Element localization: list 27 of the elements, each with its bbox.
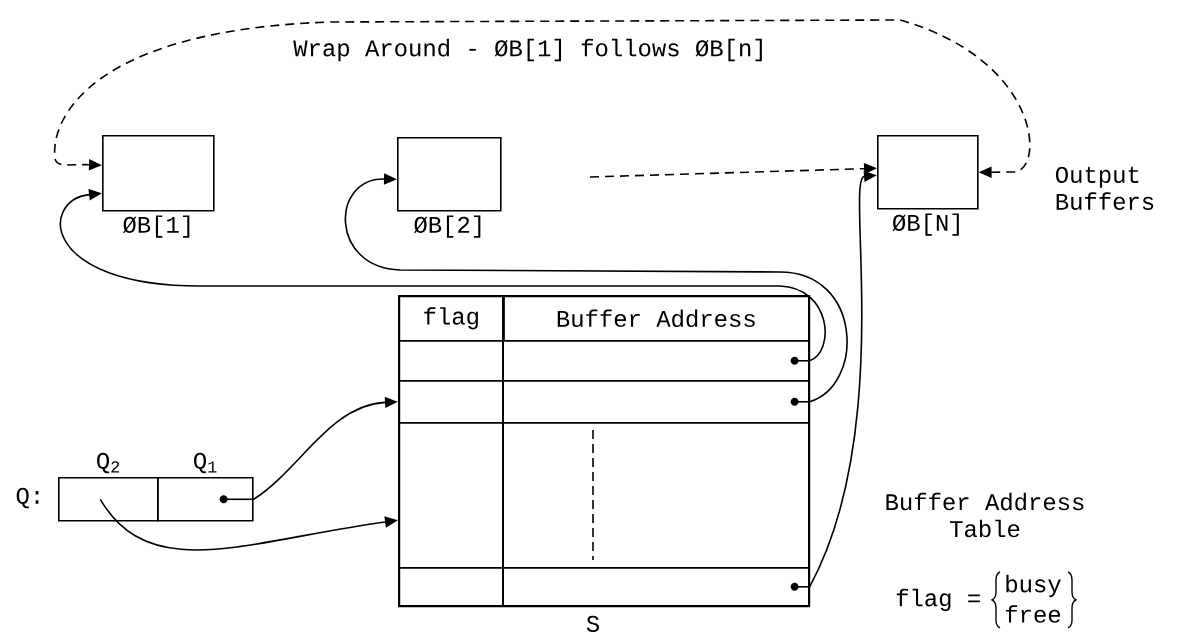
table-row	[398, 567, 810, 607]
arrow	[59, 189, 826, 362]
flag-value: busy	[1006, 574, 1061, 598]
table-caption: S	[586, 615, 599, 632]
table-row	[398, 380, 810, 424]
table-header-cell: flag	[398, 295, 505, 342]
buffer-box: ØB[1]	[102, 135, 215, 238]
flag-definition: flag =	[896, 588, 980, 612]
node-label: ØB[N]	[892, 213, 959, 236]
node-label: Q$_{2}$	[97, 452, 120, 474]
table-row	[398, 422, 810, 569]
table-row	[398, 340, 810, 382]
table-header-cell: Buffer Address	[503, 295, 810, 342]
arrow	[54, 19, 1031, 178]
arrow	[344, 173, 848, 403]
node-label: ØB[1]	[123, 215, 190, 238]
wrap-note: Wrap Around - ØB[1] follows ØB[n]	[293, 38, 762, 62]
buffer-box: ØB[N]	[877, 135, 979, 236]
flag-value: free	[1005, 605, 1061, 623]
table-title: Buffer Address Table	[886, 492, 1084, 538]
buffer-box: ØB[2]	[397, 137, 502, 238]
queue-cell: Q$_{2}$	[58, 452, 159, 522]
queue-cell: Q$_{1}$	[157, 452, 254, 522]
queue-label: Q:	[16, 487, 39, 509]
node-label: ØB[2]	[414, 215, 481, 238]
output-buffers-label: Output Buffers	[1055, 166, 1154, 210]
node-label: Q$_{1}$	[194, 452, 217, 474]
